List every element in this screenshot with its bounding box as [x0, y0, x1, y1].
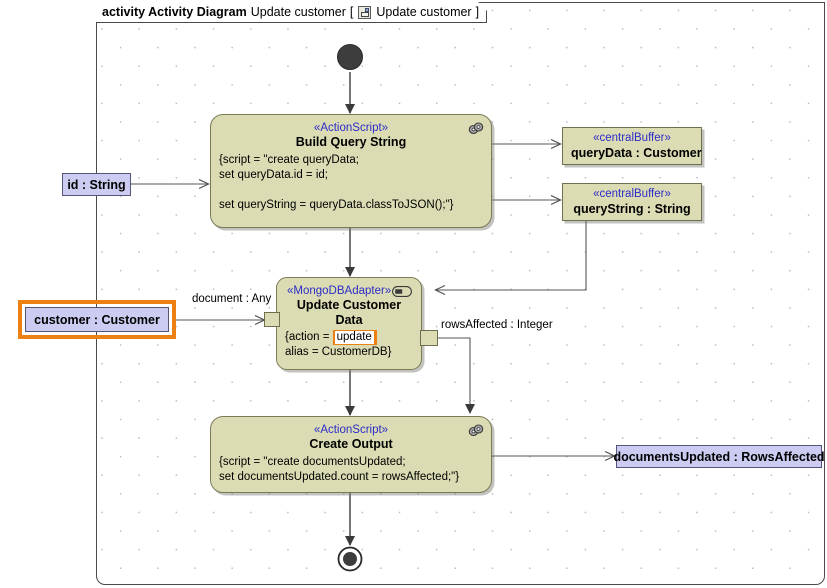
action-node-update-customer-data[interactable]: «MongoDBAdapter» Update Customer Data {a… — [276, 277, 422, 370]
parameter-node-id[interactable]: id : String — [62, 173, 131, 196]
node-title-line1: Update Customer — [296, 298, 402, 312]
selected-value-highlight[interactable]: update — [332, 330, 377, 345]
frame-keyword: activity Activity Diagram — [102, 5, 247, 19]
diagram-frame-label[interactable]: activity Activity Diagram Update custome… — [96, 2, 487, 23]
node-title: Build Query String — [295, 135, 407, 149]
action-property-value: update — [334, 331, 374, 344]
stereotype-label: «MongoDBAdapter» — [287, 285, 392, 297]
script-icon — [468, 424, 484, 437]
stereotype-label: «ActionScript» — [313, 122, 389, 134]
action-property-suffix: alias = CustomerDB} — [285, 346, 392, 358]
activity-diagram-icon — [358, 6, 371, 19]
frame-name: Update customer — [250, 5, 346, 19]
buffer-label: queryData : Customer — [571, 146, 702, 160]
buffer-label: queryString : String — [573, 202, 691, 216]
frame-bracket-close: ] — [475, 5, 480, 19]
action-node-build-query-string[interactable]: «ActionScript» Build Query String {scrip… — [210, 114, 492, 228]
central-buffer-querydata[interactable]: «centralBuffer» queryData : Customer — [562, 127, 702, 165]
node-title: Create Output — [309, 437, 393, 451]
selection-frame-customer[interactable] — [18, 300, 176, 339]
stereotype-label: «centralBuffer» — [593, 132, 671, 144]
stereotype-label: «ActionScript» — [313, 424, 389, 436]
input-pin-document[interactable] — [264, 312, 280, 327]
adapter-icon — [392, 286, 412, 297]
central-buffer-querystring[interactable]: «centralBuffer» queryString : String — [562, 183, 702, 221]
script-icon — [468, 122, 484, 135]
node-body: {script = "create queryData; set queryDa… — [219, 154, 454, 211]
node-body: {action = update alias = CustomerDB} — [285, 330, 413, 360]
frame-bracket-open: [ — [349, 5, 354, 19]
parameter-node-documents-updated[interactable]: documentsUpdated : RowsAffected — [613, 445, 825, 468]
action-node-create-output[interactable]: «ActionScript» Create Output {script = "… — [210, 416, 492, 493]
stereotype-label: «centralBuffer» — [593, 188, 671, 200]
frame-inner-name: Update customer — [376, 5, 472, 19]
node-title-line2: Data — [335, 313, 363, 327]
parameter-node-customer[interactable]: customer : Customer — [25, 307, 169, 332]
edge-label-rowsaffected-integer: rowsAffected : Integer — [441, 319, 553, 331]
action-property-prefix: {action = — [285, 331, 333, 343]
input-pin-querystring[interactable] — [420, 330, 438, 346]
edge-label-document-any: document : Any — [192, 293, 272, 305]
node-body: {script = "create documentsUpdated; set … — [219, 456, 460, 483]
